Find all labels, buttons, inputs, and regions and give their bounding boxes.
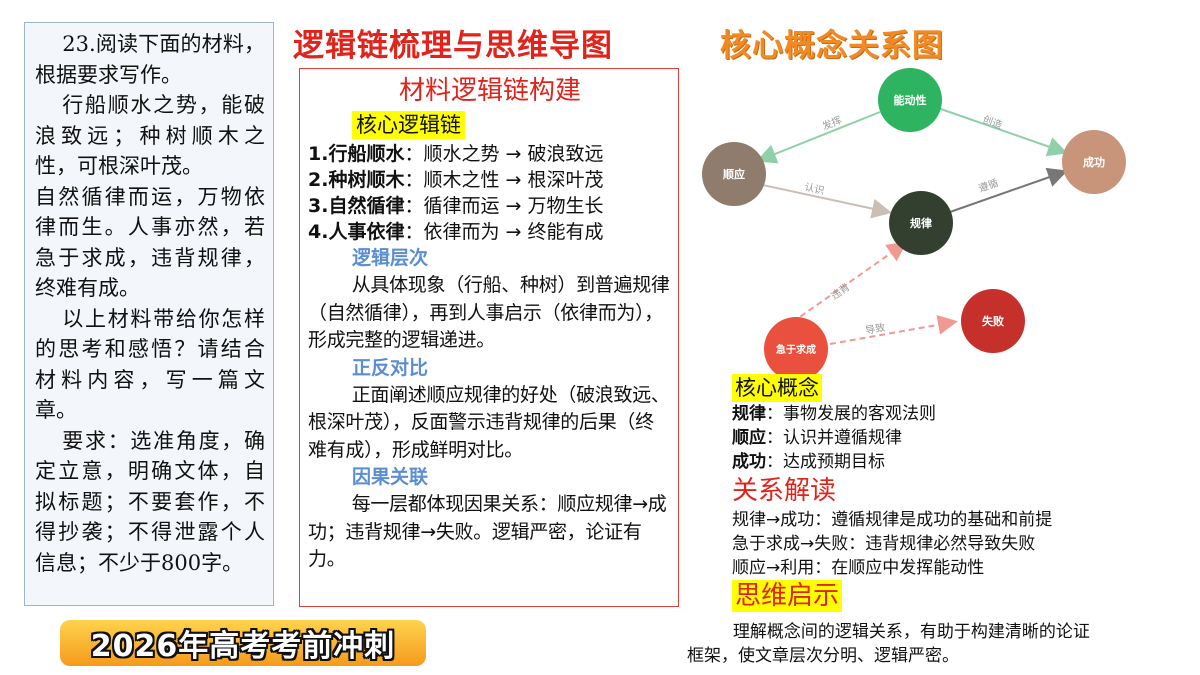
svg-text:急于求成: 急于求成: [776, 343, 816, 356]
prompt-paragraph: 23.阅读下面的材料，根据要求写作。: [35, 32, 265, 87]
relation-item: 急于求成→失败：违背规律必然导致失败: [732, 534, 1036, 554]
concept-item: 规律：事物发展的客观法则: [732, 404, 936, 424]
prompt-paragraph: 自然循律而运，万物依律而生。人事亦然，若急于求成，违背规律，终难有成。: [35, 184, 265, 301]
section-title: 逻辑层次: [352, 247, 429, 269]
core-chain-label: 核心逻辑链: [352, 111, 465, 139]
chain-item: 2.种树顺木：顺木之性 → 根深叶茂: [308, 169, 604, 191]
concept-notes: 核心概念 规律：事物发展的客观法则 顺应：认识并遵循规律 成功：达成预期目标 关…: [732, 374, 1172, 612]
section-body: 每一层都体现因果关系：顺应规律→成功；违背规律→失败。逻辑严密，论证有力。: [308, 493, 667, 570]
section-title: 因果关联: [352, 466, 429, 488]
edge-label: 创造: [981, 113, 1004, 132]
svg-text:失败: 失败: [982, 314, 1004, 328]
edge-daozhi: [829, 314, 958, 345]
concept-item: 顺应：认识并遵循规律: [732, 428, 902, 448]
exam-banner: 2026年高考考前冲刺: [60, 620, 426, 666]
edge-label: 导致: [864, 321, 886, 337]
node-shunying: 顺应: [702, 142, 766, 206]
logic-chain-box: 材料逻辑链构建 核心逻辑链 1.行船顺水：顺水之势 → 破浪致远 2.种树顺木：…: [299, 68, 679, 607]
edge-zunxun: [949, 167, 1068, 213]
edge-fahui: [756, 111, 881, 164]
edge-label: 发挥: [820, 113, 843, 133]
prompt-paragraph: 要求：选准角度，确定立意，明确文体，自拟标题；不要套作，不得抄袭；不得泄露个人信…: [35, 428, 265, 575]
node-shibai: 失败: [961, 289, 1025, 353]
node-nengdong: 能动性: [878, 68, 942, 132]
relation-item: 规律→成功：遵循规律是成功的基础和前提: [732, 510, 1053, 530]
insight-title: 思维启示: [732, 580, 843, 612]
chain-item: 4.人事依律：依律而为 → 终能有成: [308, 221, 604, 243]
writing-prompt-panel: 23.阅读下面的材料，根据要求写作。 行船顺水之势，能破浪致远；种树顺木之性，可…: [24, 22, 274, 606]
banner-text: 2026年高考考前冲刺: [90, 629, 396, 664]
insight-text: 理解概念间的逻辑关系，有助于构建清晰的论证 框架，使文章层次分明、逻辑严密。: [687, 622, 1090, 666]
chain-item: 1.行船顺水：顺水之势 → 破浪致远: [308, 143, 604, 165]
svg-text:规律: 规律: [910, 216, 932, 230]
edge-label: 遵循: [977, 176, 1000, 195]
chain-item: 3.自然循律：循律而运 → 万物生长: [308, 195, 604, 217]
section-title: 正反对比: [352, 356, 429, 379]
concept-map-title: 核心概念关系图: [720, 28, 944, 64]
relation-item: 顺应→利用：在顺应中发挥能动性: [732, 558, 985, 578]
concept-item: 成功：达成预期目标: [732, 452, 885, 472]
edge-renshi: [757, 183, 892, 219]
prompt-paragraph: 行船顺水之势，能破浪致远；种树顺木之性，可根深叶茂。: [35, 93, 265, 178]
svg-text:顺应: 顺应: [723, 167, 745, 181]
relation-title: 关系解读: [732, 476, 837, 506]
edge-label: 认识: [803, 180, 825, 197]
edge-label: 违背: [828, 280, 852, 302]
edge-weibei: [783, 241, 908, 329]
section-body: 从具体现象（行船、种树）到普遍规律（自然循律），再到人事启示（依律而为），形成完…: [308, 274, 670, 351]
logic-chain-header: 材料逻辑链构建: [398, 76, 581, 106]
node-jiyu: 急于求成: [764, 317, 828, 378]
page-title: 逻辑链梳理与思维导图: [293, 28, 613, 64]
section-body: 正面阐述顺应规律的好处（破浪致远、根深叶茂），反面警示违背规律的后果（终难有成）…: [308, 383, 670, 461]
prompt-paragraph: 以上材料带给你怎样的思考和感悟？请结合材料内容，写一篇文章。: [35, 306, 265, 423]
node-guilv: 规律: [889, 191, 953, 255]
core-concept-label: 核心概念: [732, 374, 822, 402]
svg-text:能动性: 能动性: [894, 93, 927, 107]
svg-text:成功: 成功: [1083, 155, 1105, 169]
concept-relation-diagram: 发挥 创造 认识 遵循 违背 导致 能动性 顺应 规律 成功 急于求成 失败: [702, 68, 1126, 378]
edge-chuangzao: [937, 107, 1068, 157]
node-chenggong: 成功: [1062, 130, 1126, 194]
